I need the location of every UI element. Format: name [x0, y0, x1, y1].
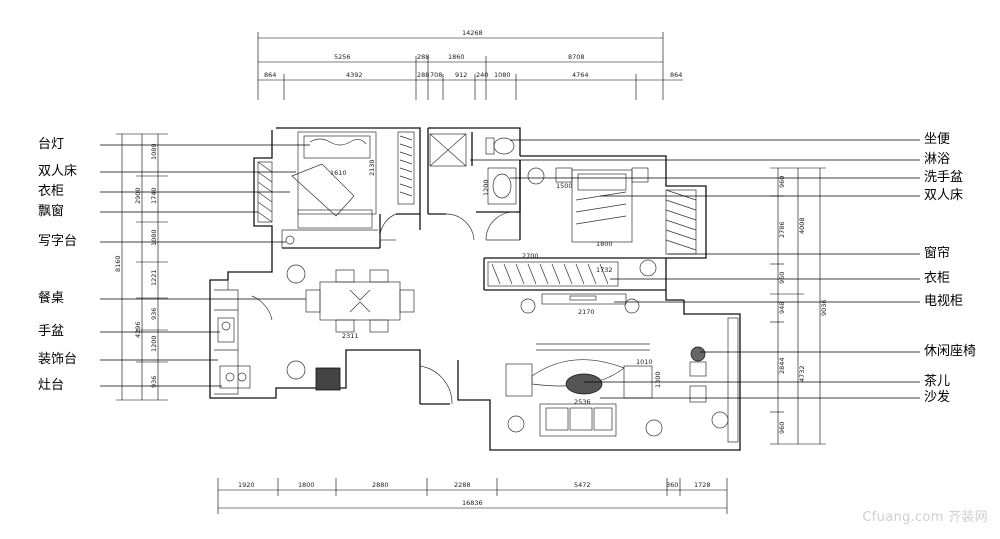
- label-wash-basin: 洗手盆: [924, 170, 964, 185]
- label-writing-desk: 写字台: [38, 234, 78, 249]
- label-wardrobe-right: 衣柜: [924, 271, 951, 286]
- label-curtain: 窗帘: [924, 246, 951, 261]
- dim-left-in-1: 2900: [134, 187, 142, 204]
- dim-top-r3-6: 1080: [494, 71, 511, 79]
- bathroom-fixtures: [429, 133, 517, 205]
- doors: [251, 211, 520, 405]
- label-stove-counter: 灶台: [38, 378, 65, 393]
- label-toilet: 坐便: [924, 132, 951, 147]
- room-dim-8: 2311: [342, 332, 359, 340]
- room-dim-6: 2170: [578, 308, 595, 316]
- dim-left-in-5: 4296: [134, 321, 142, 338]
- dim-top-r3-7: 4764: [572, 71, 589, 79]
- room-dim-3: 1200: [482, 179, 490, 196]
- walls: [209, 127, 741, 451]
- living-furniture: [505, 343, 707, 437]
- room-dim-10: 1300: [654, 371, 662, 388]
- label-decor-counter: 装饰台: [38, 352, 78, 367]
- dim-bottom-6: 1728: [694, 481, 711, 489]
- dim-left-in-7: 1200: [150, 335, 158, 352]
- dim-top-r3-4: 912: [455, 71, 467, 79]
- dim-left-outer: 8160: [114, 255, 122, 272]
- room-dim-4: 2700: [522, 252, 539, 260]
- dim-top-r3-5: 240: [476, 71, 488, 79]
- watermark: Cfuang.com 齐装网: [862, 510, 988, 525]
- dim-bottom-1: 1800: [298, 481, 315, 489]
- dim-bottom-0: 1920: [238, 481, 255, 489]
- room-dim-9: 2536: [574, 398, 591, 406]
- dimension-texts: 14268 5256 288 1860 8708 864 4392 288 70…: [114, 29, 828, 507]
- dim-top-r2-1: 288: [417, 53, 429, 61]
- dim-top-r2-3: 8708: [568, 53, 585, 61]
- leader-lines: [100, 139, 920, 399]
- dim-right-mid-0: 4008: [798, 217, 806, 234]
- left-dimension-lines: [116, 133, 168, 401]
- label-desk-lamp: 台灯: [38, 137, 65, 152]
- room-dim-1: 2130: [368, 159, 376, 176]
- dim-left-in-8: 936: [150, 376, 158, 388]
- label-sofa: 沙发: [924, 390, 951, 405]
- dim-left-in-6: 936: [150, 308, 158, 320]
- top-dimension-lines: [257, 32, 683, 100]
- left-bedroom-furniture: [257, 131, 415, 248]
- dim-right-in-4: 2844: [778, 357, 786, 374]
- label-shower: 淋浴: [924, 152, 951, 167]
- dim-bottom-2: 2880: [372, 481, 389, 489]
- dim-right-in-0: 960: [778, 176, 786, 188]
- label-dining-table: 餐桌: [38, 291, 65, 306]
- dim-top-total: 14268: [462, 29, 483, 37]
- room-dim-11: 1010: [636, 358, 653, 366]
- room-dim-2: 1500: [556, 182, 573, 190]
- bottom-dimension-lines: [217, 478, 728, 514]
- label-double-bed-left: 双人床: [38, 164, 78, 179]
- plants: [286, 167, 729, 437]
- dim-top-r3-2: 288: [417, 71, 429, 79]
- label-tea-table: 茶儿: [924, 374, 951, 389]
- label-hand-basin: 手盆: [38, 324, 65, 339]
- dim-top-r2-2: 1860: [448, 53, 465, 61]
- dim-left-in-2: 1740: [150, 187, 158, 204]
- dim-right-in-1: 2786: [778, 221, 786, 238]
- dim-right-in-3: 948: [778, 302, 786, 314]
- label-wardrobe-left: 衣柜: [38, 184, 65, 199]
- room-dim-5: 1732: [596, 266, 613, 274]
- dim-left-in-3: 1080: [150, 229, 158, 246]
- kitchen-fixtures: [217, 317, 251, 389]
- dim-right-in-2: 960: [778, 272, 786, 284]
- right-bedroom-furniture: [487, 167, 697, 305]
- dim-left-in-0: 1080: [150, 143, 158, 160]
- dim-top-r3-0: 864: [264, 71, 276, 79]
- room-dim-7: 1800: [596, 240, 613, 248]
- label-bay-window: 飘窗: [38, 204, 65, 219]
- dim-top-r3-1: 4392: [346, 71, 363, 79]
- dim-left-in-4: 1221: [150, 269, 158, 286]
- dim-top-r3-8: 864: [670, 71, 682, 79]
- room-dim-0: 1610: [330, 169, 347, 177]
- dim-right-outer: 9036: [820, 299, 828, 316]
- dim-right-in-5: 960: [778, 422, 786, 434]
- dim-bottom-5: 360: [666, 481, 678, 489]
- dim-top-r2-0: 5256: [334, 53, 351, 61]
- label-tv-cabinet: 电视柜: [924, 294, 964, 309]
- dim-bottom-4: 5472: [574, 481, 591, 489]
- dining-furniture: [305, 269, 415, 391]
- dim-right-mid-1: 4732: [798, 365, 806, 382]
- dim-bottom-total: 16836: [462, 499, 483, 507]
- label-double-bed-right: 双人床: [924, 188, 964, 203]
- dim-top-r3-3: 708: [430, 71, 442, 79]
- label-lounge-chair: 休闲座椅: [924, 344, 977, 359]
- dim-bottom-3: 2288: [454, 481, 471, 489]
